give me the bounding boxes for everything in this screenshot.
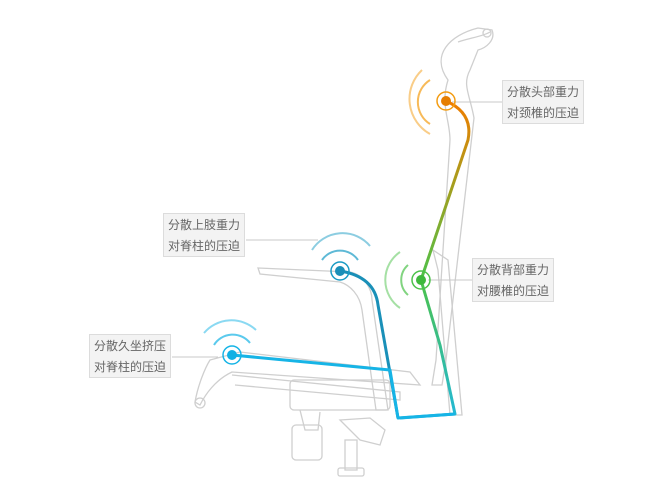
pressure-point-back <box>384 251 431 309</box>
pressure-point-arm <box>311 232 371 281</box>
callout-arm-line1: 分散上肢重力 <box>167 218 240 232</box>
pressure-point-seat <box>203 319 257 365</box>
callout-back: 分散背部重力 对腰椎的压迫 <box>472 258 554 302</box>
callout-seat-line2: 对脊柱的压迫 <box>93 360 166 374</box>
leader-lines <box>172 101 502 358</box>
force-paths <box>231 99 471 420</box>
callout-arm: 分散上肢重力 对脊柱的压迫 <box>163 213 245 257</box>
callout-seat: 分散久坐挤压 对脊柱的压迫 <box>89 334 171 378</box>
callout-back-line1: 分散背部重力 <box>476 263 549 277</box>
callout-head: 分散头部重力 对颈椎的压迫 <box>502 80 584 124</box>
callout-seat-line1: 分散久坐挤压 <box>93 339 166 353</box>
callout-arm-line2: 对脊柱的压迫 <box>167 239 240 253</box>
pressure-point-head <box>408 69 456 135</box>
callout-head-line1: 分散头部重力 <box>506 85 579 99</box>
callout-head-line2: 对颈椎的压迫 <box>506 106 579 120</box>
callout-back-line2: 对腰椎的压迫 <box>476 284 549 298</box>
